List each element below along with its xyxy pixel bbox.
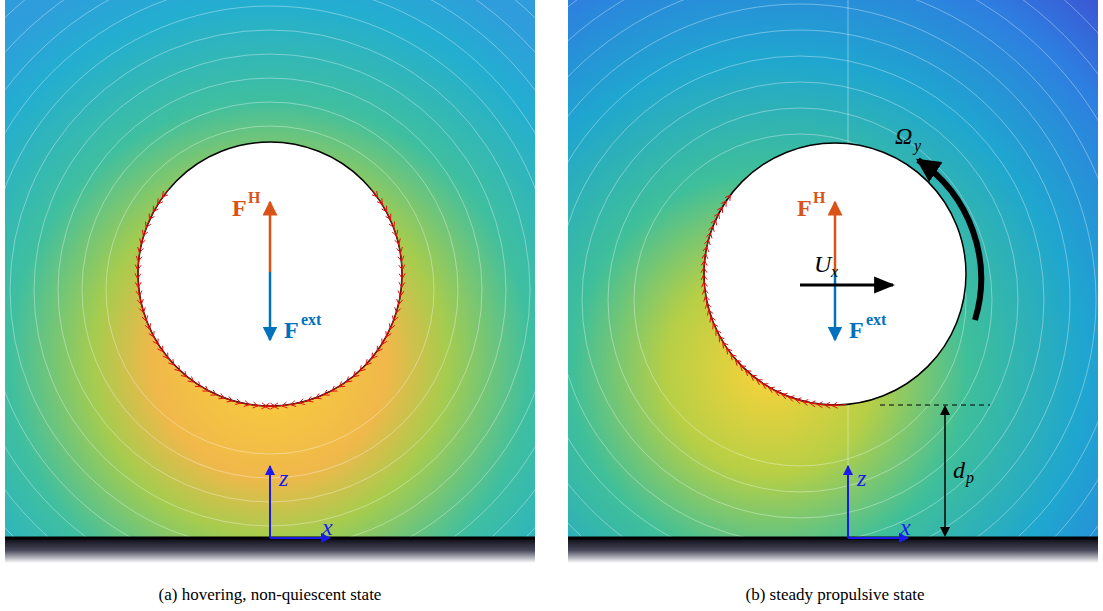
symbol-label: d	[953, 458, 965, 482]
symbol-label: F	[849, 318, 864, 342]
symbol-label: F	[232, 196, 247, 220]
pressure-field	[568, 0, 1098, 538]
symbol-label: H	[813, 190, 825, 206]
symbol-label: H	[248, 190, 260, 206]
symbol-label: x	[831, 264, 838, 280]
subfigure-caption: (b) steady propulsive state	[746, 586, 925, 603]
sphere	[138, 142, 402, 406]
symbol-label: x	[900, 515, 911, 539]
pressure-field	[5, 0, 535, 538]
symbol-label: F	[284, 318, 299, 342]
symbol-label: ext	[866, 312, 886, 328]
symbol-label: U	[814, 252, 831, 276]
symbol-label: p	[966, 470, 974, 486]
symbol-label: z	[857, 466, 866, 490]
symbol-label: x	[322, 515, 333, 539]
symbol-label: Ω	[895, 124, 912, 148]
symbol-label: ext	[301, 312, 321, 328]
symbol-label: F	[797, 196, 812, 220]
wall	[5, 538, 535, 563]
symbol-label: y	[914, 138, 921, 154]
wall	[568, 538, 1098, 563]
subfigure-caption: (a) hovering, non-quiescent state	[159, 586, 382, 603]
symbol-label: z	[279, 466, 288, 490]
sphere	[704, 143, 966, 405]
